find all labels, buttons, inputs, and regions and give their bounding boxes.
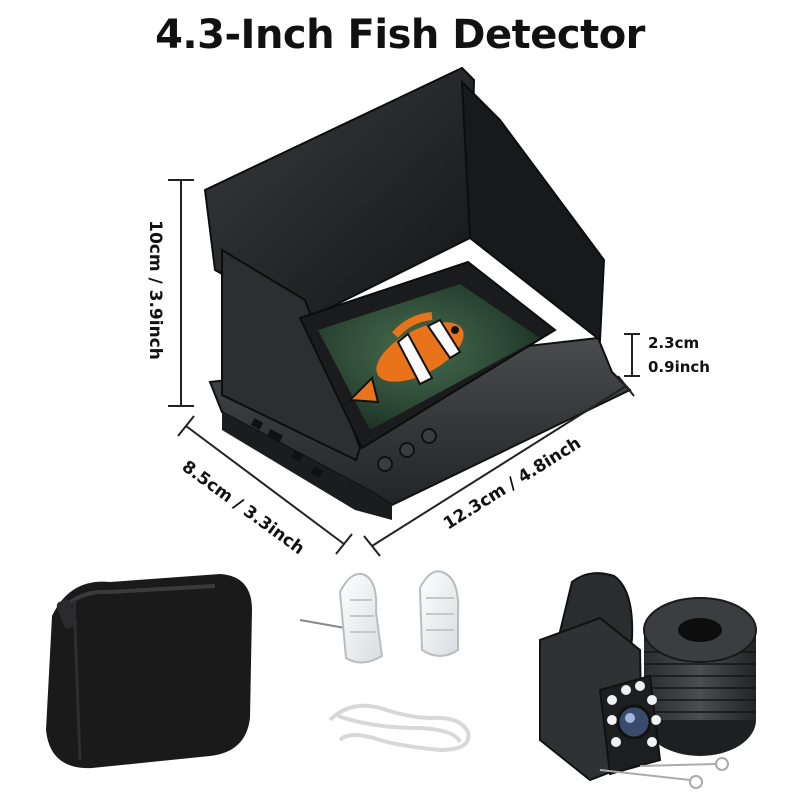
monitor [203,66,632,520]
cable-reel [643,597,757,756]
monitor-button-2 [399,442,415,458]
thickness-label-in: 0.9inch [648,358,710,376]
dimension-lines [168,179,640,557]
camera-leds [607,681,661,747]
port-3 [290,450,304,462]
monitor-button-1 [377,456,393,472]
port-1 [250,418,264,430]
carrying-case [46,574,252,769]
height-label: 10cm / 3.9inch [145,220,165,360]
depth-label: 8.5cm / 3.3inch [178,457,308,559]
monitor-button-3 [421,428,437,444]
camera-lens [616,704,652,740]
clownfish-icon [347,312,464,404]
charging-cable [328,703,471,753]
port-2 [266,429,284,443]
fish-attractor-floats [299,570,460,664]
page-title: 4.3-Inch Fish Detector [155,12,645,58]
zipper-pull [56,599,78,629]
thickness-label-cm: 2.3cm [648,334,699,352]
sunshade-right [460,79,606,342]
port-4 [310,466,324,478]
sunshade-left [221,248,362,462]
underwater-camera [539,572,729,789]
